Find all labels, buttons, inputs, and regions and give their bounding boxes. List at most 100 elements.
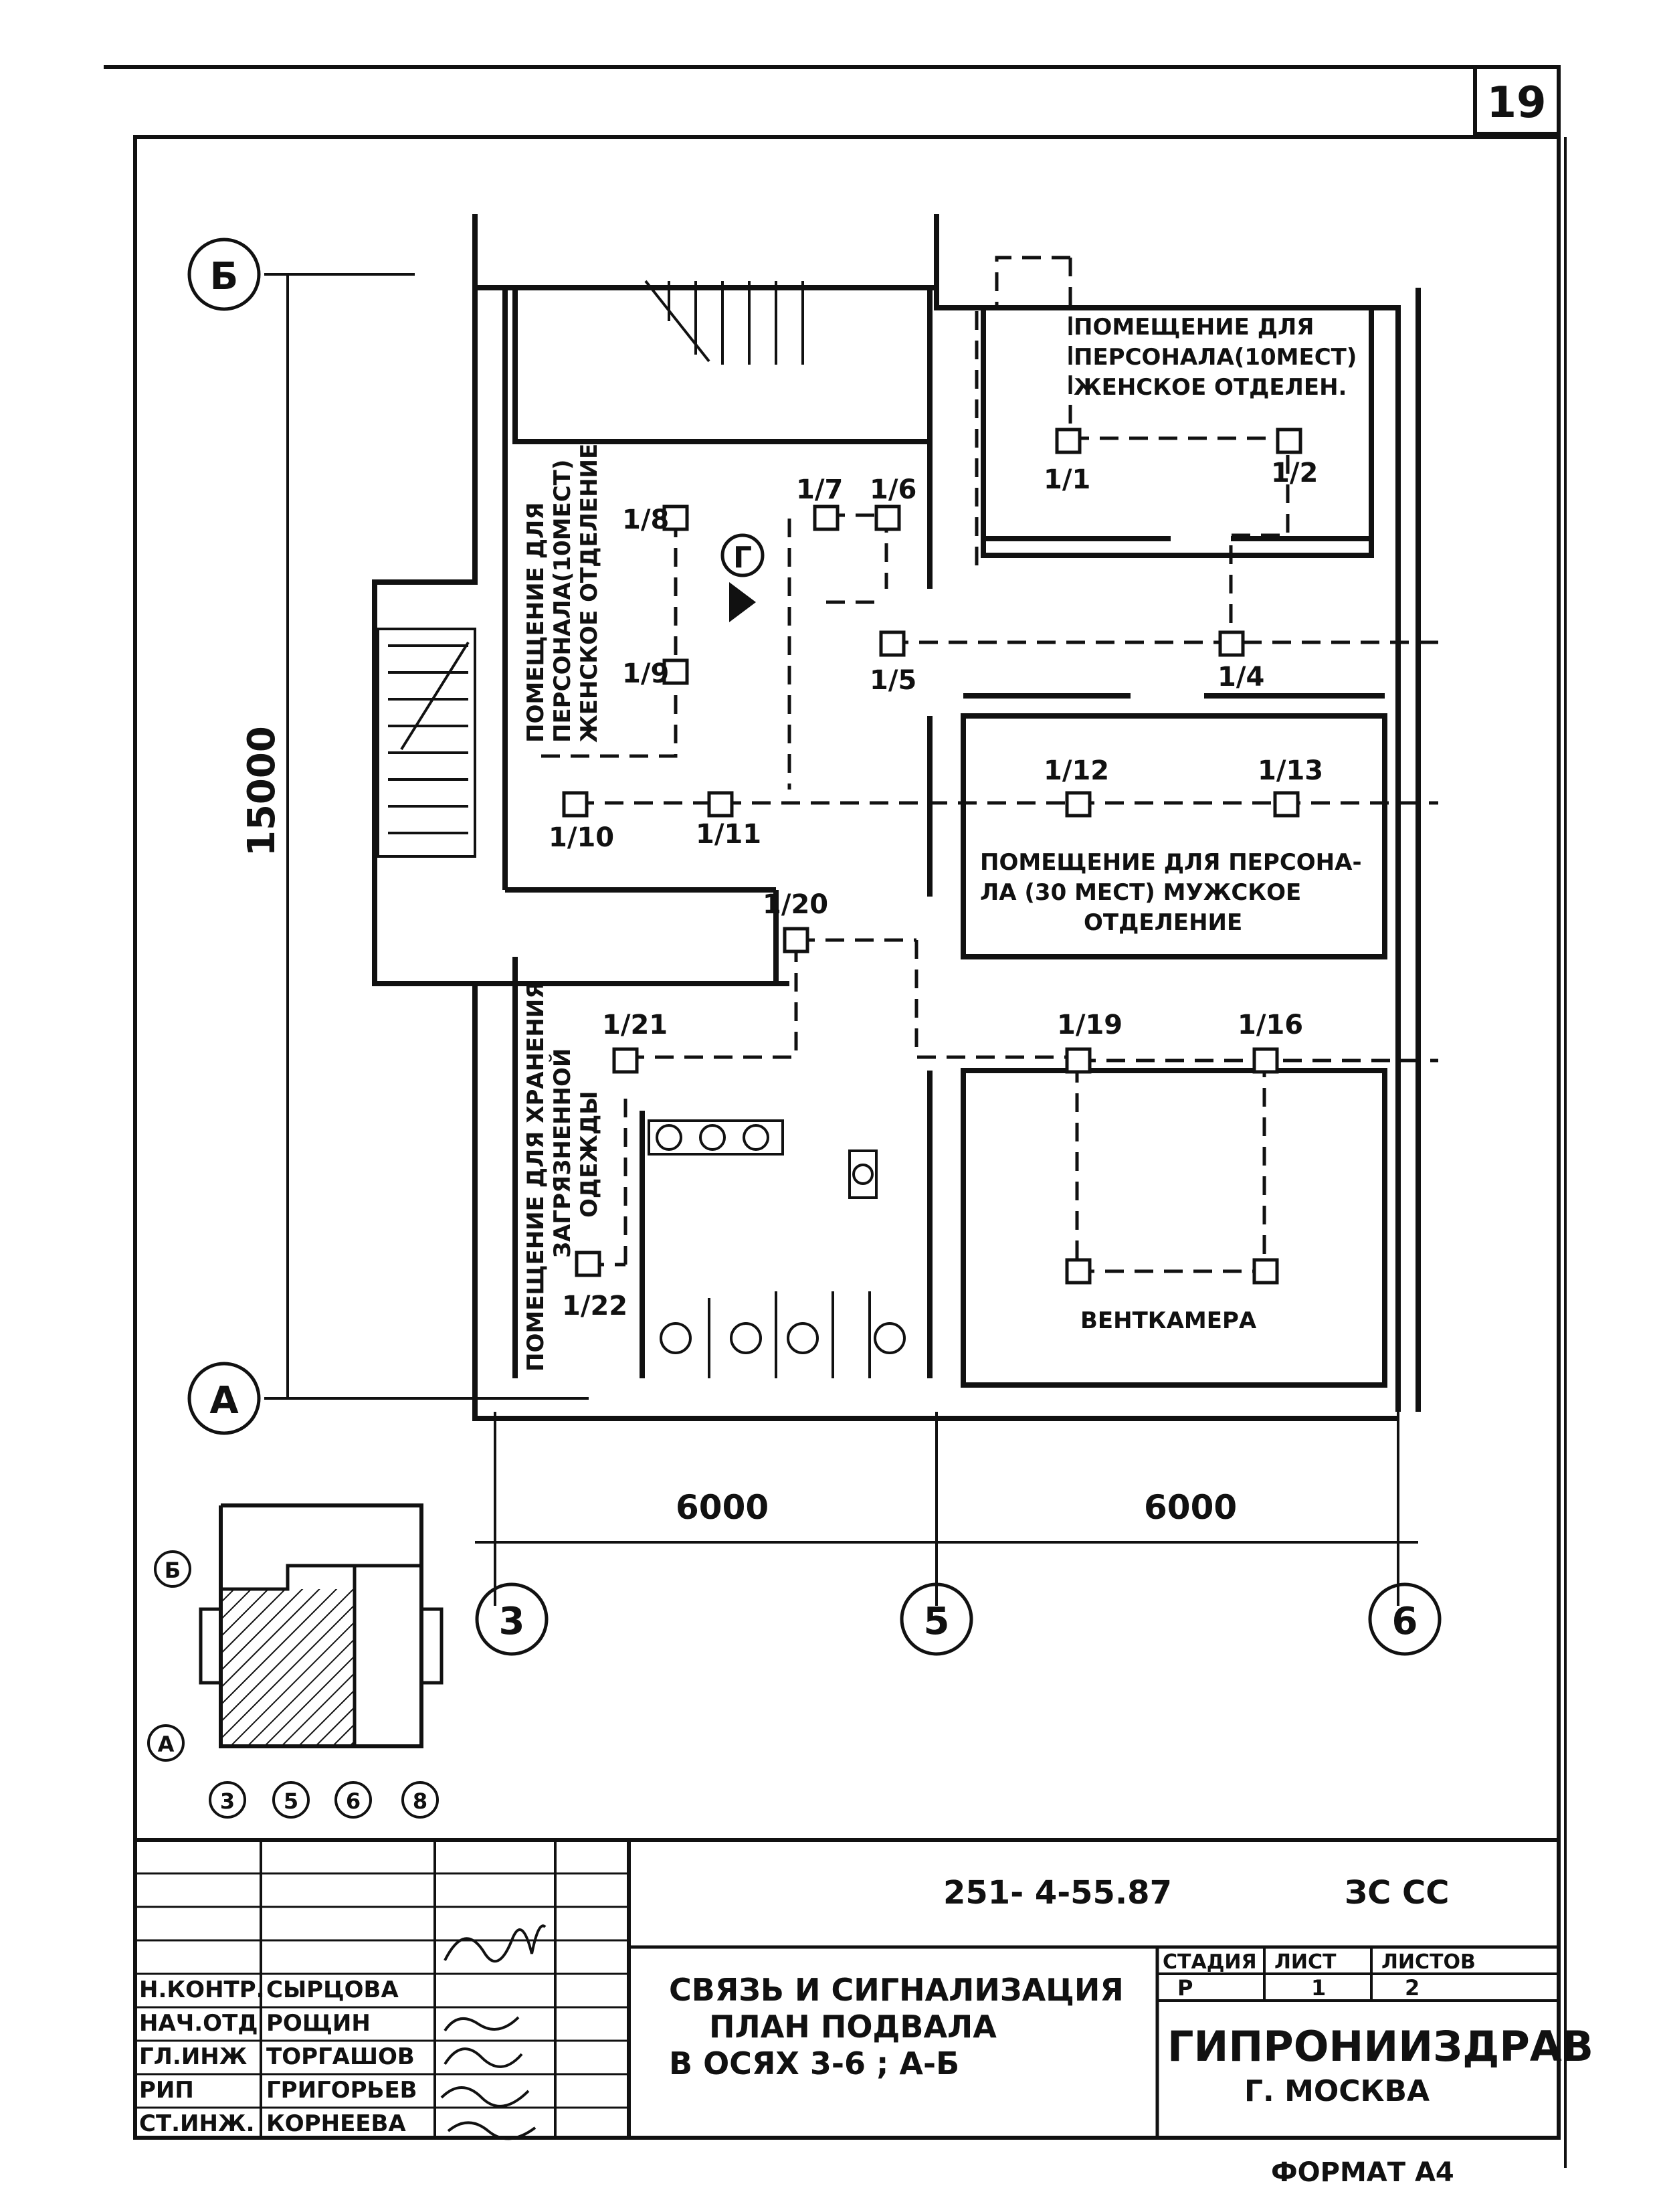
key-axis-label: 6 (346, 1788, 361, 1814)
axis-label: 6 (1392, 1600, 1418, 1643)
dim-right-span: 6000 (1144, 1488, 1237, 1527)
doc-code: 251- 4-55.87 (943, 1874, 1172, 1912)
device-label: 1/12 (1044, 755, 1109, 786)
device-box (879, 630, 906, 657)
stair-left (377, 628, 476, 858)
device-box (874, 504, 901, 531)
key-axis-label: Б (165, 1558, 181, 1583)
drawing-frame (133, 135, 1561, 2140)
signatures (440, 1924, 547, 2140)
device-label: 1/21 (602, 1010, 668, 1040)
person-role: РИП (139, 2077, 194, 2104)
device-label: 1/5 (870, 665, 916, 696)
stage-value: Р (1177, 1975, 1193, 2001)
room-label: ЗАГРЯЗНЕННОЙ (549, 1048, 576, 1258)
device-label: 1/20 (763, 889, 828, 920)
person-role: НАЧ.ОТД (139, 2010, 258, 2037)
doc-title-line: СВЯЗЬ И СИГНАЛИЗАЦИЯ (669, 1972, 1124, 2008)
device-box (1055, 428, 1082, 454)
device-box (1276, 428, 1302, 454)
room-label: ЖЕНСКОЕ ОТДЕЛЕНИЕ (576, 444, 603, 743)
signal-devices (562, 428, 1302, 1285)
title-block (135, 1838, 1559, 2138)
device-box (1273, 791, 1300, 818)
device-box (783, 927, 809, 953)
doc-mark: ЗС СС (1345, 1874, 1450, 1912)
device-label: 1/1 (1044, 464, 1090, 495)
device-label: 1/7 (796, 474, 843, 505)
person-name: СЫРЦОВА (266, 1976, 399, 2003)
room-label: ЖЕНСКОЕ ОТДЕЛЕН. (1074, 374, 1347, 401)
signature (444, 2016, 520, 2032)
device-box (575, 1251, 601, 1277)
dim-vertical: 15000 (240, 726, 284, 856)
device-box (612, 1047, 639, 1074)
device-label-group: 1/1 1/2 1/4 1/5 1/6 1/7 1/8 1/9 1/10 1/1… (549, 458, 1323, 1321)
room-label: ПОМЕЩЕНИЕ ДЛЯ (522, 502, 549, 743)
device-box (1065, 791, 1092, 818)
room-label: ПОМЕЩЕНИЕ ДЛЯ ПЕРСОНА- (980, 849, 1362, 876)
device-box (1218, 630, 1245, 657)
title-block-text: 251- 4-55.87 ЗС СС СВЯЗЬ И СИГНАЛИЗАЦИЯ … (139, 1874, 1593, 2137)
device-label: 1/6 (870, 474, 916, 505)
device-label: 1/19 (1057, 1010, 1123, 1040)
device-label: 1/2 (1271, 458, 1318, 488)
room-label: ПЕРСОНАЛА(10МЕСТ) (549, 460, 576, 743)
signature (440, 2086, 530, 2108)
marker-circle (720, 533, 765, 577)
axis-label: А (209, 1379, 239, 1422)
device-box (1065, 1258, 1092, 1285)
device-box (1252, 1047, 1279, 1074)
dim-left-span: 6000 (676, 1488, 769, 1527)
person-name: РОЩИН (266, 2010, 371, 2037)
device-label: 1/22 (562, 1291, 627, 1321)
device-label: 1/8 (622, 504, 669, 535)
basement-plan: Г 1/1 1/2 1/4 1/5 1/6 1/7 1/8 1/9 1/10 1… (187, 214, 1442, 1656)
device-label: 1/10 (549, 822, 614, 853)
device-box (813, 504, 840, 531)
room-label: ОТДЕЛЕНИЕ (1084, 909, 1242, 936)
device-box (1252, 1258, 1279, 1285)
axis-label: 5 (924, 1600, 950, 1643)
key-axis-label: 3 (220, 1788, 235, 1814)
room-label: ПОМЕЩЕНИЕ ДЛЯ (1074, 314, 1314, 341)
axis-label: Б (210, 255, 239, 298)
signature (447, 2121, 536, 2140)
device-box (1065, 1047, 1092, 1074)
sanitary-fixtures (648, 1119, 906, 1378)
sheet-number: 19 (1486, 78, 1546, 128)
device-marker: Г (733, 541, 752, 575)
person-role: ГЛ.ИНЖ (139, 2043, 248, 2070)
device-label: 1/11 (696, 819, 761, 850)
sheet-header: ЛИСТ (1274, 1950, 1337, 1974)
sheets-value: 2 (1405, 1975, 1420, 2001)
room-label: ЛА (30 МЕСТ) МУЖСКОЕ (980, 879, 1301, 906)
room-labels: ПОМЕЩЕНИЕ ДЛЯ ПЕРСОНАЛА(10МЕСТ) ЖЕНСКОЕ … (522, 314, 1362, 1372)
person-name: КОРНЕЕВА (266, 2110, 406, 2137)
device-box (662, 504, 689, 531)
person-role: Н.КОНТР. (139, 1976, 265, 2003)
device-label: 1/4 (1217, 662, 1264, 693)
device-box (707, 791, 734, 818)
format-label: ФОРМАТ А4 (1271, 2157, 1454, 2188)
device-box (562, 791, 589, 818)
dimension-lines (264, 273, 1418, 1606)
walls (372, 214, 1421, 1421)
key-axis-label: А (158, 1732, 175, 1757)
room-label: ВЕНТКАМЕРА (1080, 1307, 1257, 1334)
device-box (662, 658, 689, 685)
key-axis-label: 5 (284, 1788, 298, 1814)
device-label: 1/13 (1258, 755, 1323, 786)
person-name: ГРИГОРЬЕВ (266, 2077, 417, 2104)
key-plan: Б А 3 5 6 8 (147, 1503, 444, 1819)
axis-bubbles: Б А 3 5 6 (187, 238, 1442, 1656)
axis-label: 3 (499, 1600, 525, 1643)
stage-header: СТАДИЯ (1163, 1950, 1257, 1974)
sheet-value: 1 (1311, 1975, 1326, 2001)
room-label: ОДЕЖДЫ (576, 1091, 603, 1218)
signature (444, 1924, 547, 1963)
org-city: Г. МОСКВА (1244, 2074, 1430, 2108)
doc-title-line: В ОСЯХ 3-6 ; А-Б (669, 2045, 959, 2082)
org-name: ГИПРОНИИЗДРАВ (1167, 2022, 1593, 2071)
